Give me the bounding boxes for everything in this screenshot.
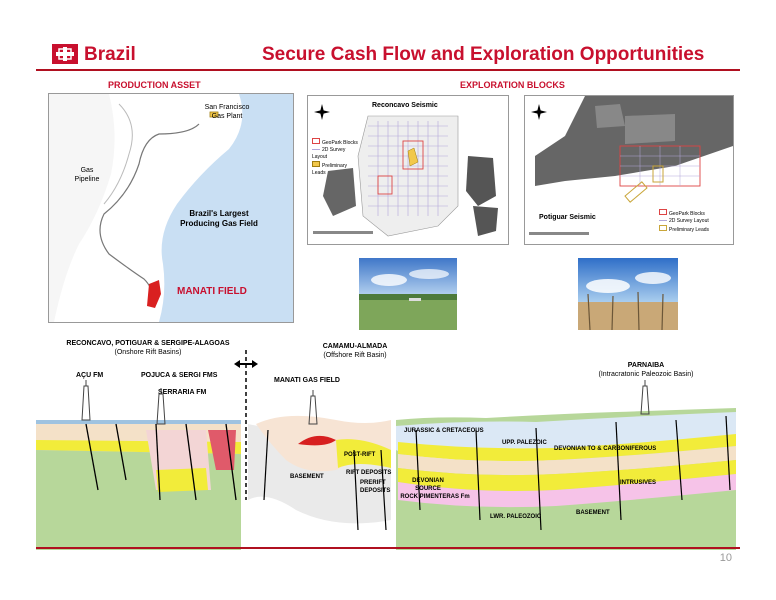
footer-rule <box>36 547 740 549</box>
legend-2d-survey: 2D Survey Layout <box>659 218 729 225</box>
basin-right-title: PARNAIBA <box>627 362 665 369</box>
reconcavo-map: Reconcavo Seismic GeoPark Blocks 2D Surv… <box>307 95 509 245</box>
potiguar-legend: GeoPark Blocks 2D Survey Layout Prelimin… <box>659 209 729 234</box>
gas-plant-icon <box>209 105 219 123</box>
north-arrow-icon <box>531 104 547 125</box>
legend-label: Preliminary Leads <box>669 227 710 233</box>
legend-label: Preliminary Leads <box>312 163 348 176</box>
legend-label: GeoPark Blocks <box>322 140 358 146</box>
gas-pipeline-label-2: Pipeline <box>74 176 100 183</box>
production-map: San Francisco Gas Plant Gas Pipeline Bra… <box>48 93 294 323</box>
page-number: 10 <box>719 552 732 564</box>
devonian-source-label-2: SOURCE <box>415 486 441 492</box>
devonian-carboniferous-label: DEVONIAN TO & CARBONIFEROUS <box>554 446 657 452</box>
exploration-blocks-label: EXPLORATION BLOCKS <box>460 80 565 90</box>
legend-geopark-blocks: GeoPark Blocks <box>659 209 729 218</box>
country-title: Brazil <box>84 44 136 65</box>
production-asset-label: PRODUCTION ASSET <box>108 80 201 90</box>
legend-label: GeoPark Blocks <box>669 211 705 217</box>
acu-fm-label: AÇU FM <box>76 372 104 379</box>
gas-pipeline-label-1: Gas <box>80 167 94 174</box>
rig-icon <box>81 380 650 425</box>
field-description-1: Brazil's Largest <box>189 209 249 218</box>
gas-plant-label-2: Gas Plant <box>211 113 243 120</box>
jurassic-cretaceous-label: JURASSIC & CRETACEOUS <box>404 428 484 434</box>
field-description-2: Producing Gas Field <box>180 219 258 228</box>
reconcavo-title: Reconcavo Seismic <box>372 102 438 109</box>
basin-mid-title: CAMAMU-ALMADA <box>322 343 388 350</box>
upper-paleozoic-label: UPP. PALEZOIC <box>502 440 547 446</box>
north-arrow-icon <box>314 104 330 125</box>
legend-label: 2D Survey Layout <box>669 218 709 224</box>
potiguar-map-graphic <box>525 96 733 244</box>
basement-left-label: BASEMENT <box>290 474 324 480</box>
prerift-label-1: PRERIFT <box>360 480 386 486</box>
gas-plant-label-1: San Francisco <box>204 104 250 111</box>
potiguar-map: Potiguar Seismic GeoPark Blocks 2D Surve… <box>524 95 734 245</box>
basin-right-subtitle: (Intracratonic Paleozoic Basin) <box>598 371 694 378</box>
serraria-fm-label: SERRARIA FM <box>158 389 207 396</box>
landscape-photo-reconcavo <box>359 258 457 330</box>
prerift-label-2: DEPOSITS <box>360 488 391 494</box>
reconcavo-map-graphic <box>308 96 508 244</box>
intrusives-label: INTRUSIVES <box>620 480 657 486</box>
potiguar-title: Potiguar Seismic <box>539 214 596 221</box>
manati-gas-field-label: MANATI GAS FIELD <box>274 377 340 384</box>
legend-preliminary-leads: Preliminary Leads <box>659 225 729 234</box>
geological-cross-section <box>36 350 746 550</box>
basin-left-subtitle: (Onshore Rift Basins) <box>114 349 182 356</box>
landscape-photo-potiguar <box>578 258 678 331</box>
basin-mid-subtitle: (Offshore Rift Basin) <box>323 352 387 359</box>
legend-label: 2D Survey Layout <box>312 147 346 160</box>
basement-right-label: BASEMENT <box>576 510 610 516</box>
devonian-source-label-1: DEVONIAN <box>412 478 444 484</box>
legend-geopark-blocks: GeoPark Blocks <box>312 138 360 147</box>
header-rule <box>36 69 740 71</box>
basin-left-title: RECONCAVO, POTIGUAR & SERGIPE-ALAGOAS <box>66 340 230 347</box>
cross-section-graphic <box>36 350 736 550</box>
rift-deposits-label: RIFT DEPOSITS <box>346 470 392 476</box>
post-rift-label: POST-RIFT <box>344 452 376 458</box>
geopark-logo <box>52 44 78 64</box>
pojuca-sergi-label: POJUCA & SERGI FMS <box>141 372 218 379</box>
devonian-source-label-3: ROCK PIMENTERAS Fm <box>400 494 470 500</box>
page-title: Secure Cash Flow and Exploration Opportu… <box>262 44 705 65</box>
legend-2d-survey: 2D Survey Layout <box>312 147 360 161</box>
production-map-graphic <box>49 94 293 322</box>
reconcavo-legend: GeoPark Blocks 2D Survey Layout Prelimin… <box>312 138 360 177</box>
legend-preliminary-leads: Preliminary Leads <box>312 161 360 177</box>
lower-paleozoic-label: LWR. PALEOZOIC <box>490 514 542 520</box>
manati-field-label: MANATI FIELD <box>177 286 247 297</box>
